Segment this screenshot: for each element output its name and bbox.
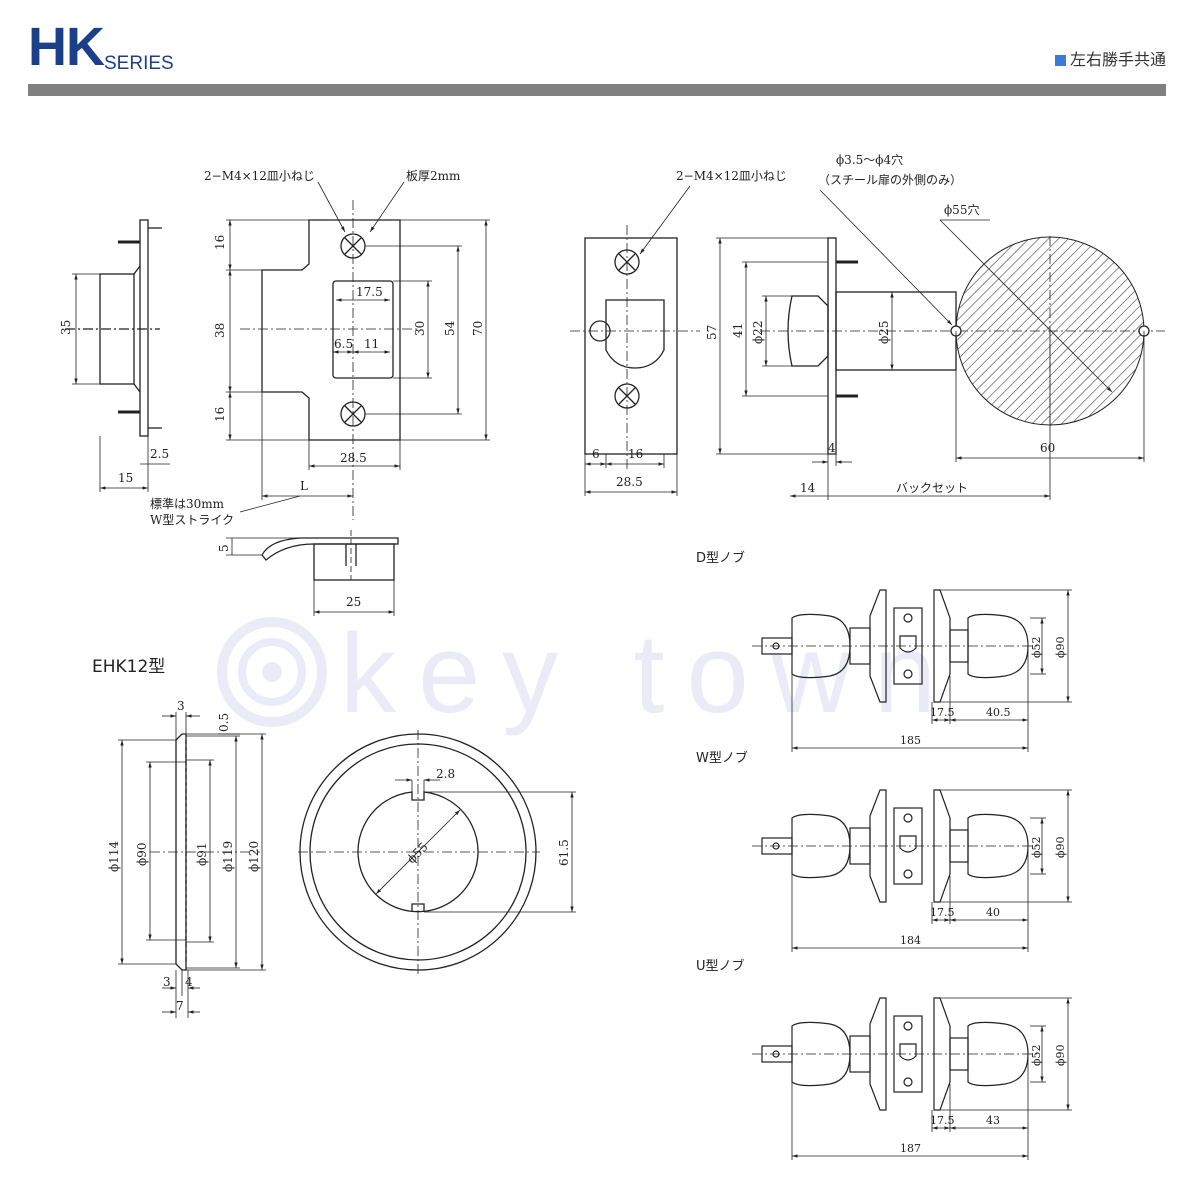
latch-backset-label: バックセット	[896, 481, 968, 495]
ehk12-dim-7: 7	[176, 999, 184, 1013]
blue-square-icon	[1054, 55, 1066, 66]
knob-dim-phi52-w-type: ϕ52	[1030, 837, 1043, 859]
knob-dim-b-u-type: 43	[986, 1114, 1000, 1127]
knob-dim-total-w-type: 184	[900, 934, 921, 947]
ehk12-dim-0-5: 0.5	[217, 713, 231, 732]
knob-dim-a-d-type: 17.5	[930, 706, 955, 719]
ehk12-dim-phi119: ϕ119	[221, 841, 235, 872]
knob-title-d-type: D型ノブ	[696, 550, 745, 566]
strike-dim-38: 38	[213, 323, 227, 338]
latch-front-view	[570, 185, 700, 496]
strike-side-dim-35: 35	[59, 320, 73, 335]
ehk12-rose-front-view	[298, 730, 576, 975]
ehk12-dim-phi120: ϕ120	[247, 841, 261, 872]
knob-title-w-type: W型ノブ	[696, 750, 748, 766]
latch-dim-6: 6	[592, 447, 600, 461]
latch-hole-large: ϕ55穴	[944, 202, 979, 217]
strike-dim-5: 5	[217, 544, 231, 552]
strike-dim-16-top: 16	[213, 235, 227, 250]
knob-dim-a-u-type: 17.5	[930, 1114, 955, 1127]
latch-dim-4: 4	[828, 441, 836, 455]
strike-dim-28-5: 28.5	[340, 451, 367, 465]
latch-dim-phi22: ϕ22	[751, 321, 765, 344]
ehk12-dim-3-bottom: 3	[163, 975, 171, 989]
series-logo-sub: SERIES	[104, 53, 174, 74]
latch-dim-41: 41	[731, 323, 745, 338]
latch-dim-57: 57	[705, 325, 719, 340]
knob-set-w-type: W型ノブ ϕ52 ϕ90 17.5 40 184	[696, 750, 1072, 952]
latch-dim-60: 60	[1040, 441, 1055, 455]
strike-dim-54: 54	[443, 320, 457, 336]
latch-hole-small-note: （スチール扉の外側のみ）	[818, 173, 962, 187]
w-strike-section	[226, 530, 399, 616]
strike-dim-70: 70	[471, 321, 485, 336]
ehk12-dim-61-5: 61.5	[557, 839, 571, 866]
strike-note-w: W型ストライク	[150, 513, 234, 527]
knob-title-u-type: U型ノブ	[696, 958, 745, 974]
watermark-text: key town	[340, 611, 958, 736]
strike-front-view	[226, 181, 490, 520]
ehk12-rose-side-view	[118, 712, 266, 1018]
latch-side-view	[716, 189, 1165, 500]
strike-side-dim-2-5: 2.5	[150, 447, 169, 461]
strike-screw-label: 2−M4×12皿小ねじ	[204, 169, 315, 183]
knob-dim-phi90-u-type: ϕ90	[1054, 1045, 1067, 1067]
strike-side-dim-15: 15	[118, 471, 133, 485]
knob-dim-phi52-d-type: ϕ52	[1030, 637, 1043, 659]
watermark: key town	[217, 611, 958, 736]
ehk12-dim-phi91: ϕ91	[195, 843, 209, 866]
strike-side-view	[65, 219, 170, 492]
knob-dim-b-w-type: 40	[986, 906, 1000, 919]
knob-dim-phi90-d-type: ϕ90	[1054, 637, 1067, 659]
latch-dim-28-5: 28.5	[616, 475, 643, 489]
ehk12-dim-phi114: ϕ114	[107, 841, 121, 872]
series-logo-main: HK	[28, 17, 105, 77]
strike-dim-17-5: 17.5	[356, 285, 383, 299]
latch-dim-16: 16	[628, 447, 643, 461]
strike-plate-label: 板厚2mm	[406, 169, 461, 183]
ehk12-title: EHK12型	[92, 657, 165, 677]
knob-dim-phi90-w-type: ϕ90	[1054, 837, 1067, 859]
strike-dim-16-bottom: 16	[213, 407, 227, 422]
handing-tag: 左右勝手共通	[1054, 50, 1166, 70]
knob-dim-a-w-type: 17.5	[930, 906, 955, 919]
strike-dim-30: 30	[413, 321, 427, 336]
strike-dim-25: 25	[346, 595, 361, 609]
strike-note-standard: 標準は30mm	[150, 496, 225, 511]
ehk12-dim-3: 3	[177, 699, 185, 713]
strike-dim-6-5: 6.5	[334, 337, 353, 351]
knob-dim-phi52-u-type: ϕ52	[1030, 1045, 1043, 1067]
knob-dim-total-u-type: 187	[900, 1142, 921, 1155]
knob-dim-total-d-type: 185	[900, 734, 921, 747]
latch-screw-label: 2−M4×12皿小ねじ	[676, 169, 787, 183]
handing-tag-label: 左右勝手共通	[1069, 50, 1166, 69]
latch-dim-14: 14	[800, 481, 816, 495]
strike-dim-11: 11	[364, 337, 379, 351]
strike-dim-L: L	[300, 479, 308, 493]
ehk12-dim-2-8: 2.8	[436, 767, 455, 781]
ehk12-dim-phi90: ϕ90	[135, 843, 149, 866]
knob-set-u-type: U型ノブ ϕ52 ϕ90 17.5 43 187	[696, 958, 1072, 1160]
knob-dim-b-d-type: 40.5	[986, 706, 1011, 719]
latch-hole-small: ϕ3.5〜ϕ4穴	[836, 152, 903, 167]
latch-dim-phi25: ϕ25	[877, 321, 891, 344]
header-rule	[28, 84, 1166, 96]
knob-set-d-type: D型ノブ ϕ52 ϕ90 17.5 40.5 185	[696, 550, 1072, 752]
ehk12-dim-4: 4	[185, 975, 193, 989]
